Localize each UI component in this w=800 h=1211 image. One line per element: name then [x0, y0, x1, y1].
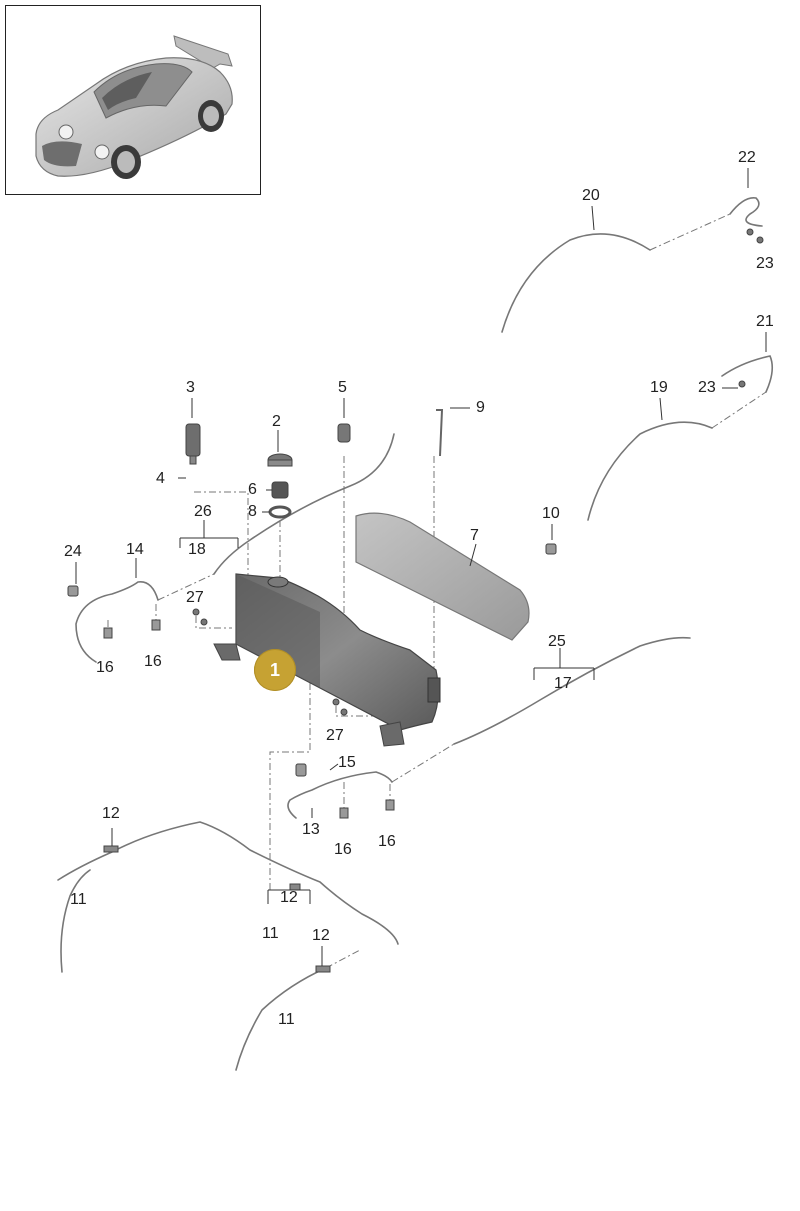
- leader-20-22: [649, 213, 731, 251]
- label-11b: 11: [262, 925, 279, 942]
- vehicle-thumbnail: [5, 5, 261, 195]
- hose-13: [287, 771, 393, 819]
- connector-12a: [103, 845, 119, 853]
- label-25: 25: [548, 633, 566, 650]
- label-8: 8: [248, 503, 257, 520]
- label-13: 13: [302, 821, 320, 838]
- leader-3: [194, 491, 249, 580]
- clip-15: [295, 763, 307, 777]
- clip-16a: [103, 627, 113, 639]
- label-5: 5: [338, 379, 347, 396]
- label-23a: 23: [756, 255, 774, 272]
- label-4: 4: [156, 470, 165, 487]
- label-19: 19: [650, 379, 668, 396]
- leader-13-17: [391, 743, 455, 783]
- label-27a: 27: [186, 589, 204, 606]
- label-12a: 12: [102, 805, 120, 822]
- label-16a: 16: [96, 659, 114, 676]
- label-23b: 23: [698, 379, 716, 396]
- grommet: [271, 481, 289, 499]
- label-12b: 12: [280, 889, 298, 906]
- label-9: 9: [476, 399, 485, 416]
- heat-shield: [355, 512, 530, 641]
- leader-14-18: [157, 573, 215, 601]
- label-16c: 16: [334, 841, 352, 858]
- hose-17: [453, 636, 691, 745]
- label-11c: 11: [278, 1011, 295, 1028]
- clip-16b: [151, 619, 161, 631]
- label-18: 18: [188, 541, 206, 558]
- label-24: 24: [64, 543, 82, 560]
- label-15: 15: [338, 754, 356, 771]
- bracket-22: [729, 197, 763, 227]
- clip-16d: [385, 799, 395, 811]
- hose-14: [75, 581, 159, 663]
- label-16b: 16: [144, 653, 162, 670]
- label-7: 7: [470, 527, 479, 544]
- hose-18: [213, 433, 395, 575]
- washer-fluid-reservoir: [213, 573, 441, 747]
- label-17: 17: [554, 675, 572, 692]
- label-27b: 27: [326, 727, 344, 744]
- washer-pump: [185, 423, 201, 457]
- label-22: 22: [738, 149, 756, 166]
- hose-20: [501, 233, 651, 333]
- leader-tank-11: [269, 668, 311, 890]
- label-10: 10: [542, 505, 560, 522]
- label-6: 6: [248, 481, 257, 498]
- clip-10: [545, 543, 557, 555]
- label-2: 2: [272, 413, 281, 430]
- leader-27a: [195, 616, 232, 629]
- clip-24: [67, 585, 79, 597]
- label-20: 20: [582, 187, 600, 204]
- leader-11c: [325, 949, 361, 969]
- leader-19-21: [711, 391, 767, 429]
- seal-ring: [268, 505, 292, 519]
- label-16d: 16: [378, 833, 396, 850]
- hose-11b: [60, 869, 91, 973]
- filler-pipe: [436, 409, 444, 457]
- label-11a: 11: [70, 891, 87, 908]
- label-3: 3: [186, 379, 195, 396]
- hose-11c: [235, 967, 327, 1071]
- label-26: 26: [194, 503, 212, 520]
- level-sensor: [337, 423, 351, 443]
- connector-12c: [315, 965, 331, 973]
- car-illustration: [35, 35, 233, 179]
- bracket-21: [721, 355, 774, 393]
- hose-19: [587, 421, 713, 521]
- label-14: 14: [126, 541, 144, 558]
- label-21: 21: [756, 313, 774, 330]
- part-1-badge[interactable]: 1: [254, 649, 296, 691]
- label-12c: 12: [312, 927, 330, 944]
- clip-16c: [339, 807, 349, 819]
